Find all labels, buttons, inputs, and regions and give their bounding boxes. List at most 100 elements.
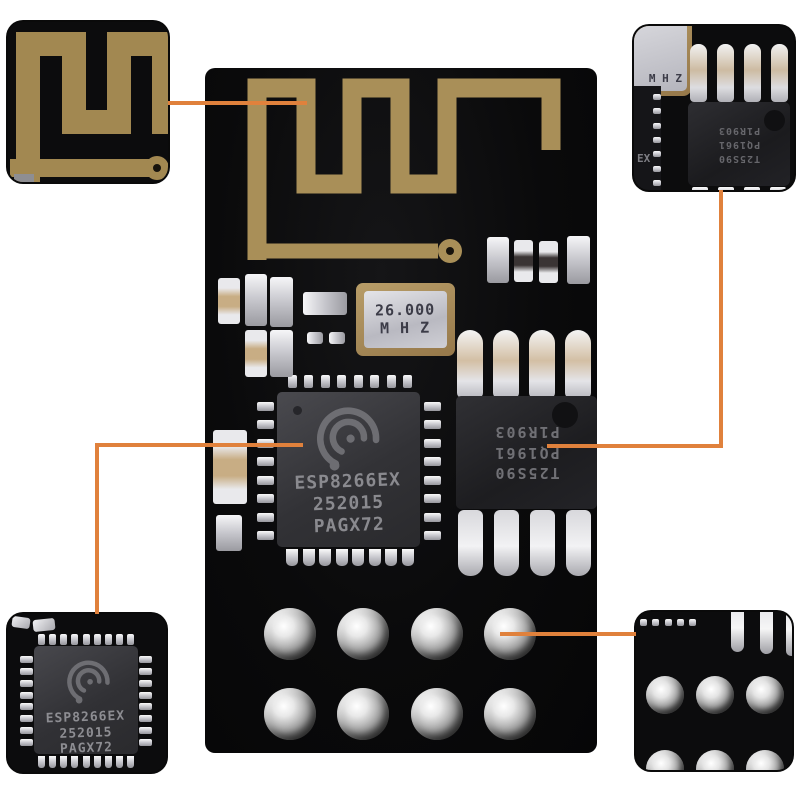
inset-esp-chip-zoom: ESP8266EX 252015 PAGX72 [8, 614, 166, 772]
pin [717, 44, 734, 102]
pin [530, 510, 555, 576]
header-solder-joints [264, 608, 536, 740]
pin [139, 715, 152, 723]
esp-chip-pins-left [257, 402, 274, 540]
callout-line-pins [500, 632, 636, 636]
pin [653, 151, 661, 158]
solder-ball [410, 608, 463, 660]
pcb-antenna [247, 78, 561, 263]
pin [368, 549, 381, 566]
pin [653, 108, 661, 115]
esp-chip-pins-right [424, 402, 441, 540]
pin [288, 375, 297, 388]
pin [115, 634, 123, 645]
smd-resistor [514, 240, 533, 282]
solder-ball [337, 608, 390, 660]
pin [353, 375, 363, 388]
flash-marking-line1: T25S90 [717, 153, 761, 164]
pin [640, 619, 647, 626]
flash-chip-marking: T25S90 PQ1961 P1R903 [688, 102, 790, 186]
pin [257, 402, 274, 411]
callout-line-flash-vertical [719, 190, 723, 448]
pin [127, 634, 134, 645]
pin [653, 122, 661, 129]
pin [20, 667, 33, 675]
pin [20, 738, 33, 746]
pin [424, 494, 441, 504]
pin [653, 94, 661, 100]
callout-line-antenna [168, 101, 307, 105]
solder-speck [14, 174, 34, 182]
pin [370, 375, 380, 388]
pin [385, 549, 398, 566]
pin [139, 703, 152, 711]
flash-chip-marking: T25S90 PQ1961 P1R903 [456, 396, 597, 509]
pin [424, 420, 441, 430]
inset-solder-joints-zoom [636, 612, 792, 770]
pin [257, 457, 274, 467]
esp8266ex-chip [277, 392, 420, 547]
espressif-swirl-icon [317, 407, 380, 471]
pin [20, 691, 33, 699]
solder-ball-row [646, 750, 784, 770]
pin [424, 457, 441, 467]
smd-resistor [539, 241, 558, 283]
pin [139, 667, 152, 675]
esp-pin1-dot [293, 406, 302, 415]
pin [104, 756, 112, 768]
smd-capacitor [245, 274, 267, 326]
smd-capacitor [270, 277, 293, 327]
pin [257, 512, 274, 522]
pin [653, 165, 661, 172]
esp-marking-fragment: EX [637, 152, 651, 165]
solder-ball [746, 750, 784, 770]
pin [286, 549, 298, 566]
pin [718, 187, 734, 190]
crystal-oscillator: 26.000 M H Z [356, 283, 455, 356]
pin [494, 510, 519, 576]
pin [352, 549, 365, 566]
smd-resistor [303, 292, 347, 315]
header-pin-tip [731, 612, 744, 652]
pin [401, 549, 414, 566]
header-pins-upper [690, 42, 788, 102]
pin [257, 475, 274, 485]
pin [337, 375, 347, 388]
pin [319, 549, 332, 566]
pin [257, 420, 274, 430]
solder-ball-row [264, 688, 536, 740]
callout-line-esp-vertical [95, 443, 99, 614]
solder-ball [410, 688, 463, 740]
solder-ball [696, 676, 734, 714]
pin [127, 756, 134, 768]
smd-capacitor [216, 515, 242, 551]
flash-marking-line3: P1R903 [717, 125, 761, 136]
smd-capacitor [487, 237, 509, 283]
pin [104, 634, 112, 645]
pin [115, 756, 123, 768]
smd-capacitor [567, 236, 590, 284]
pin [93, 634, 101, 645]
inset-flash-zoom: M H Z EX T25S90 PQ1961 P1R903 [634, 26, 794, 190]
esp8266-module-board: 26.000 M H Z ESP8266EX 252015 PAGX72 [205, 68, 597, 753]
solder-ball [696, 750, 734, 770]
pin [49, 634, 57, 645]
pin [139, 691, 152, 699]
pin [49, 756, 57, 768]
esp-chip-pins-left [20, 656, 33, 746]
solder-ball [646, 676, 684, 714]
pin [20, 679, 33, 687]
header-pins-upper [457, 328, 591, 398]
crystal-face: M H Z [634, 26, 687, 91]
pin [38, 634, 45, 645]
pin [653, 136, 661, 143]
solder-speck [11, 615, 31, 630]
flash-marking-line3: P1R903 [493, 423, 560, 442]
solder-speck [32, 617, 56, 633]
pin [60, 634, 68, 645]
pin [457, 330, 483, 398]
solder-ball [264, 688, 316, 740]
pin [38, 756, 45, 768]
pin [458, 510, 483, 576]
pin [257, 494, 274, 504]
